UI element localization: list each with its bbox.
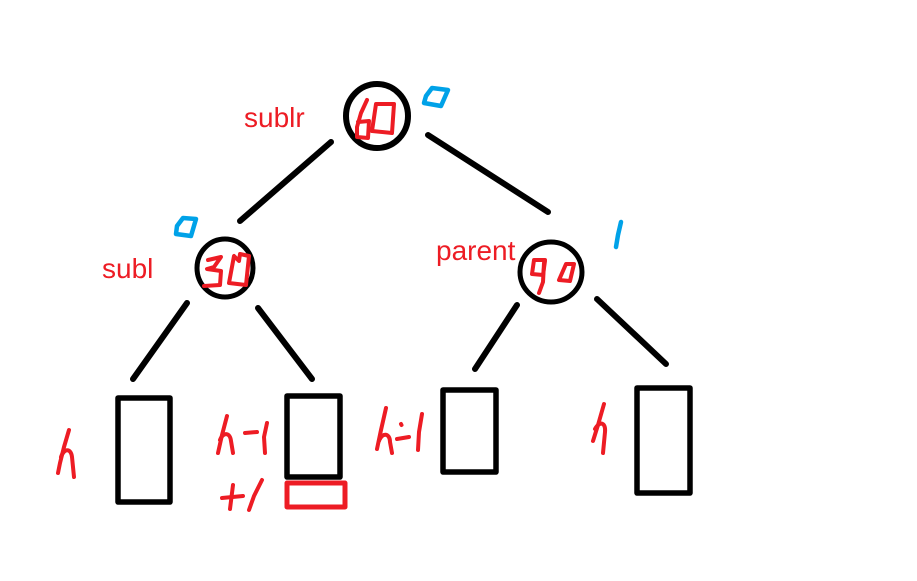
node-circle-root [343,81,411,151]
subtree-box-3 [440,387,499,475]
node-value-left-handwriting [202,252,251,288]
balance-factor-root [421,85,451,109]
node-circle-right [517,239,585,305]
edge-root-to-left [237,139,334,224]
edge-right-to-subtree4 [594,296,669,367]
edge-right-to-subtree3 [472,302,520,372]
balance-factor-right [613,219,624,250]
tree-edges [130,132,669,382]
node-value-root-handwriting [355,98,396,140]
node-label-subl: subl [102,253,154,284]
subtree-height-label-4 [591,402,608,455]
node-label-parent: parent [436,235,516,266]
node-value-right-handwriting [530,258,576,295]
subtree-box-1 [115,395,173,505]
node-label-sublr: sublr [244,102,305,133]
subtree-height-label-2 [216,414,269,455]
subtree-height-label-3 [375,406,424,455]
subtree-extra-height-box [284,480,348,510]
edge-left-to-subtree1 [130,300,190,382]
edge-left-to-subtree2 [255,305,315,382]
subtree-height-label-1 [56,428,76,479]
subtree-extra-label [220,478,264,512]
subtree-box-4 [634,385,693,496]
edge-root-to-right [425,132,551,215]
subtree-box-2 [284,393,343,480]
balance-factor-left [173,215,199,239]
